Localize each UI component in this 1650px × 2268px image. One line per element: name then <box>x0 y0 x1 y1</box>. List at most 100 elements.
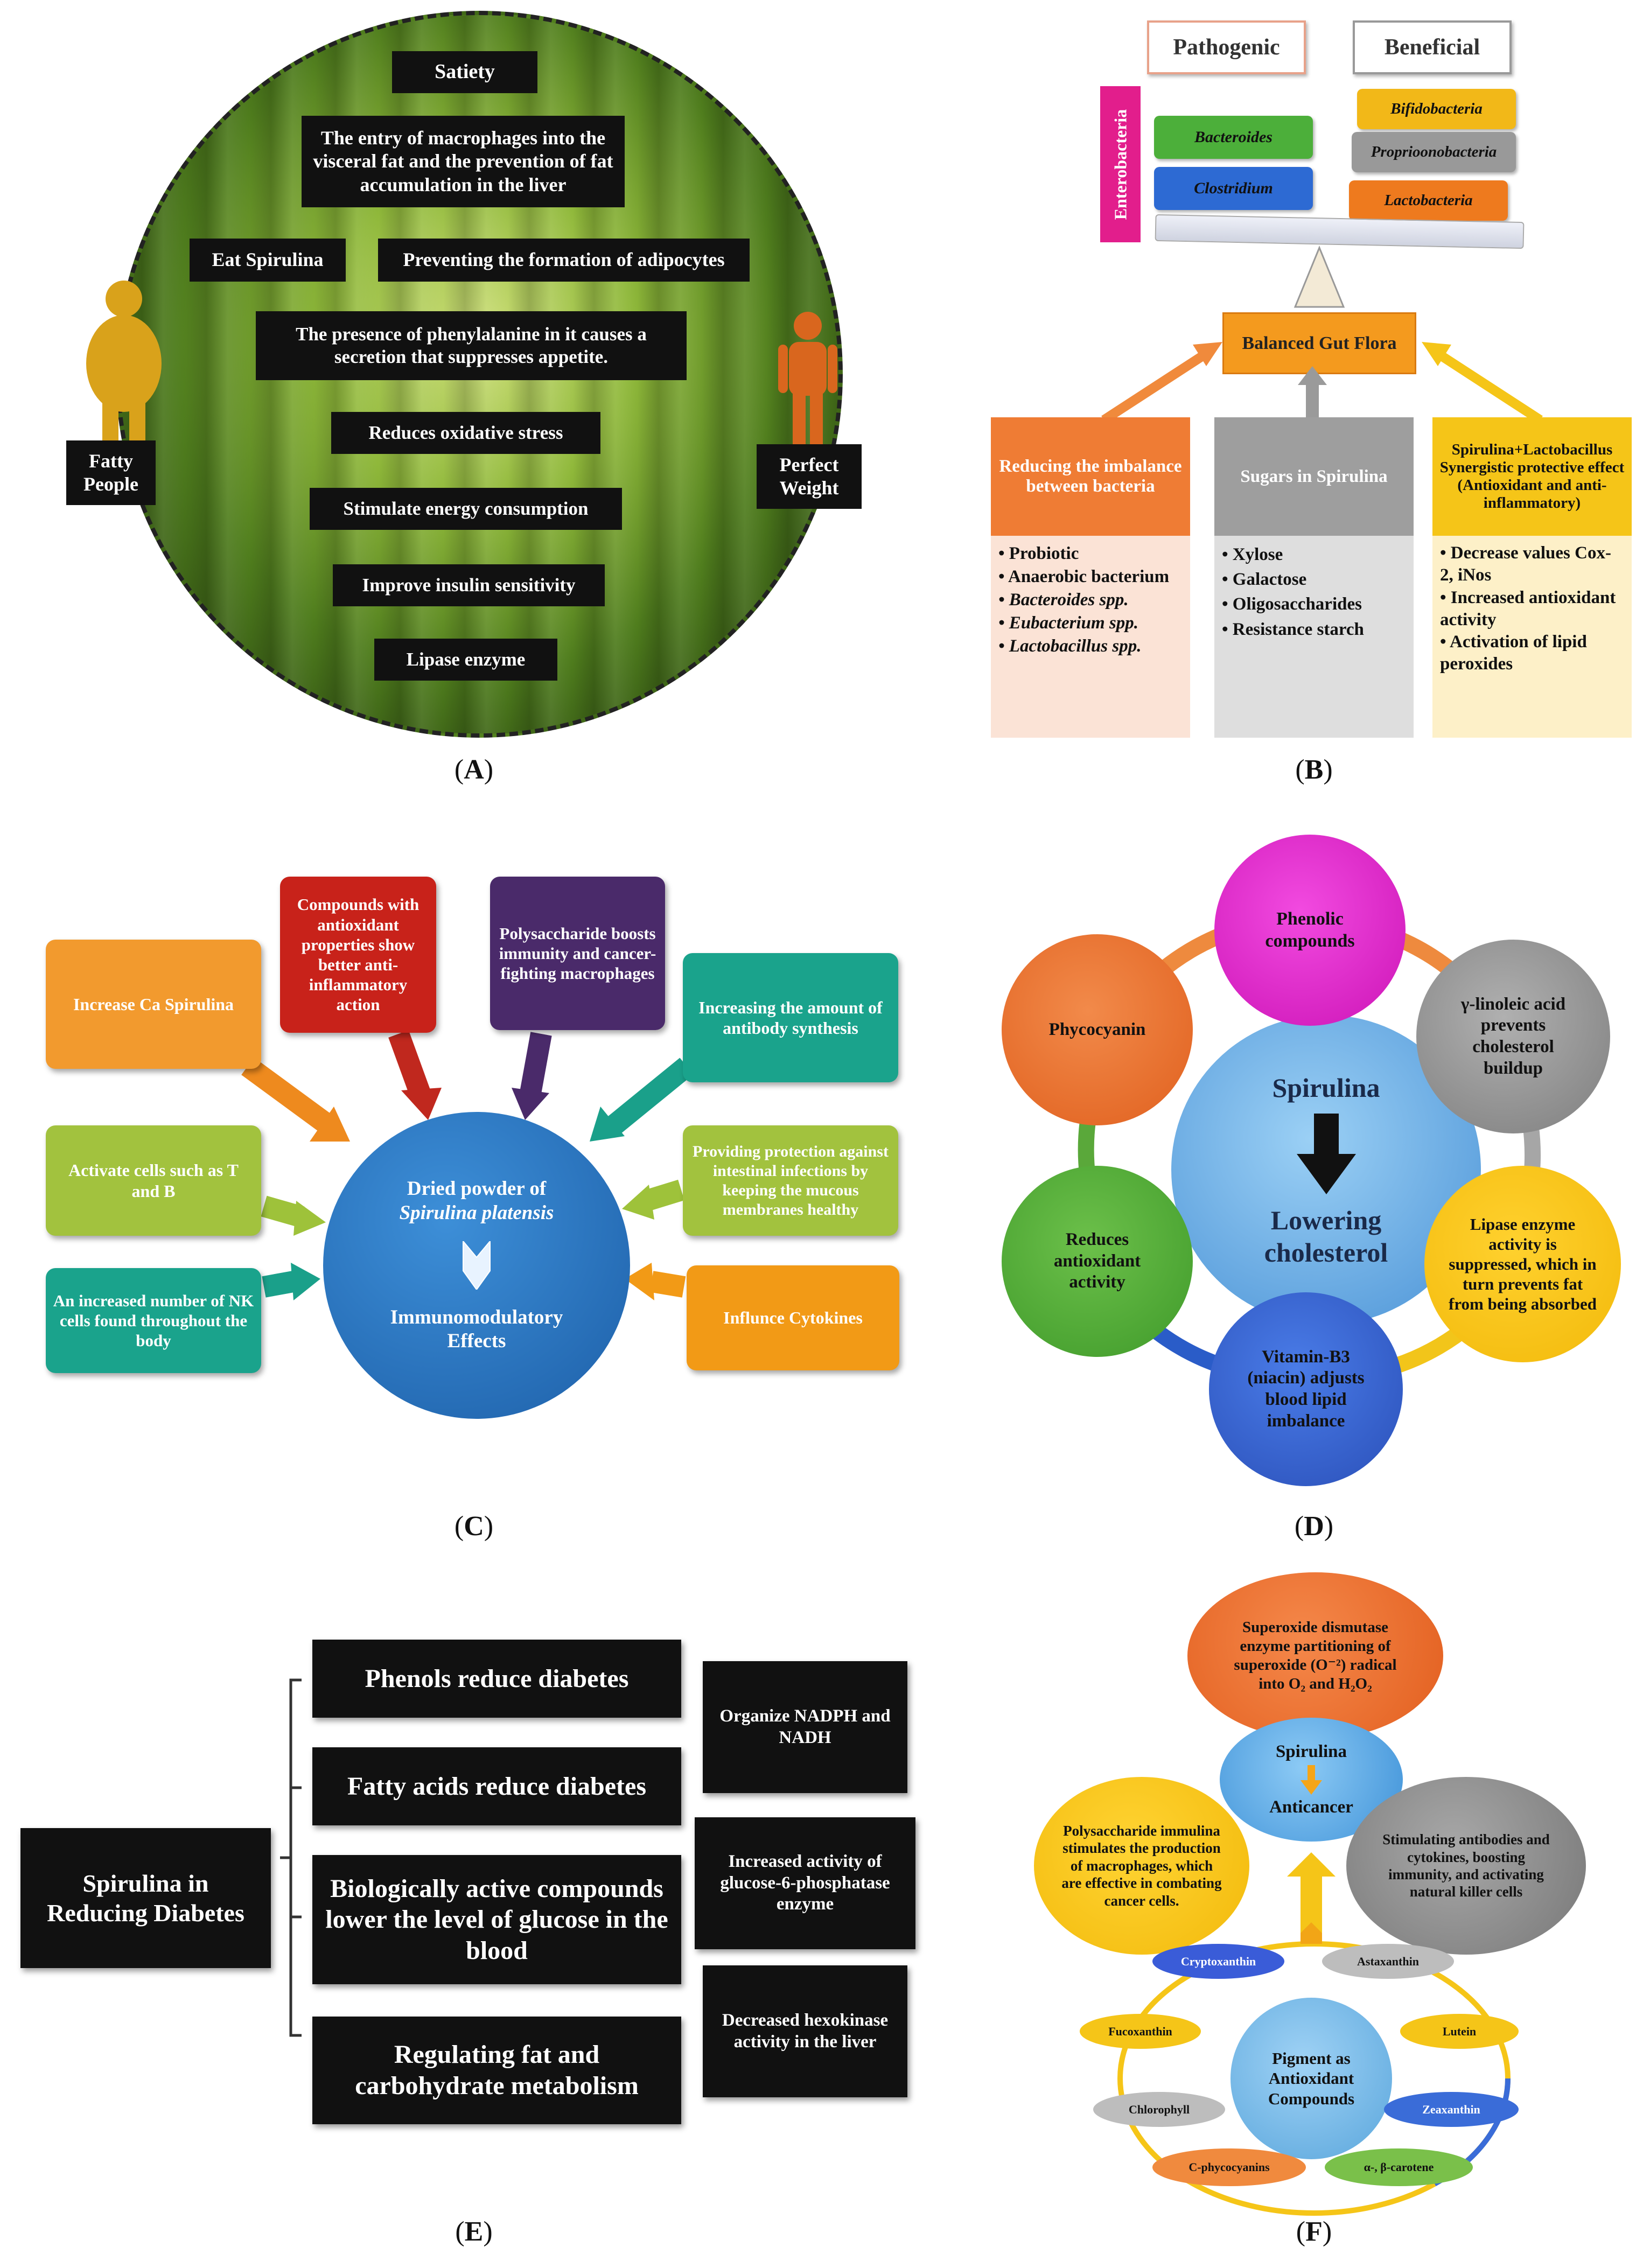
d-linoleic: γ-linoleic acid prevents cholesterol bui… <box>1416 940 1610 1133</box>
b-col3-title: Spirulina+Lactobacillus Synergistic prot… <box>1432 417 1632 536</box>
caption-a: (A) <box>454 754 494 785</box>
list-item: • Activation of lipid peroxides <box>1440 632 1587 674</box>
fatty-person-icon <box>86 281 162 444</box>
arrow-down-icon <box>1301 1765 1322 1795</box>
a-perfect-label: Perfect Weight <box>757 444 862 509</box>
f-polysaccharide: Polysaccharide immulina stimulates the p… <box>1034 1777 1249 1955</box>
b-fulcrum-icon <box>1294 246 1345 308</box>
list-item: • Eubacterium spp. <box>998 613 1139 633</box>
a-phenylalanine: The presence of phenylalanine in it caus… <box>256 311 687 380</box>
list-item: • Increased antioxidant activity <box>1440 587 1616 629</box>
caption-d: (D) <box>1294 1511 1334 1542</box>
e-connectors <box>280 1678 302 2037</box>
b-col3-list: • Decrease values Cox-2, iNos • Increase… <box>1432 536 1632 682</box>
c-box-cytokines: Influnce Cytokines <box>687 1265 899 1370</box>
caption-e: (E) <box>455 2216 493 2247</box>
c-box-polysaccharide: Polysaccharide boosts immunity and cance… <box>490 877 665 1030</box>
f-pigment-cryptoxanthin: Cryptoxanthin <box>1152 1944 1284 1979</box>
caption-b: (B) <box>1295 754 1333 785</box>
e-nadph: Organize NADPH and NADH <box>703 1661 907 1793</box>
b-enterobacteria: Enterobacteria <box>1100 86 1141 242</box>
c-box-protect: Providing protection against intestinal … <box>683 1125 898 1236</box>
b-balanced: Balanced Gut Flora <box>1222 312 1416 374</box>
d-phenolic: Phenolic compounds <box>1214 835 1406 1026</box>
c-box-tb: Activate cells such as T and B <box>46 1125 261 1236</box>
f-stimulating: Stimulating antibodies and cytokines, bo… <box>1346 1777 1586 1955</box>
f-pigment-lutein: Lutein <box>1400 2014 1519 2049</box>
e-root: Spirulina in Reducing Diabetes <box>20 1828 271 1968</box>
f-pigment-astaxanthin: Astaxanthin <box>1322 1944 1454 1979</box>
list-item: • Decrease values Cox-2, iNos <box>1440 543 1611 585</box>
d-lipase: Lipase enzyme activity is suppressed, wh… <box>1424 1166 1621 1362</box>
list-item: • Lactobacillus spp. <box>998 636 1142 656</box>
f-pigment-zeaxanthin: Zeaxanthin <box>1384 2092 1519 2127</box>
b-clostridium: Clostridium <box>1154 167 1313 210</box>
b-col2: Sugars in Spirulina • Xylose • Galactose… <box>1214 417 1414 738</box>
a-lipase: Lipase enzyme <box>374 639 557 681</box>
a-insulin: Improve insulin sensitivity <box>333 564 605 606</box>
caption-f: (F) <box>1296 2216 1332 2247</box>
b-bacteroides: Bacteroides <box>1154 116 1313 159</box>
d-center-top: Spirulina <box>1272 1072 1380 1103</box>
fit-person-icon <box>778 312 837 444</box>
f-pigment: Pigment as Antioxidant Compounds <box>1230 1998 1392 2159</box>
b-col3: Spirulina+Lactobacillus Synergistic prot… <box>1432 417 1632 738</box>
f-up-arrow-icon <box>1287 1852 1336 1944</box>
c-center-species: Spirulina platensis <box>399 1201 554 1224</box>
b-lactobacteria: Lactobacteria <box>1349 180 1508 221</box>
b-arrows <box>1101 342 1543 425</box>
list-item: • Resistance starch <box>1222 619 1364 639</box>
f-pigment-c-phycocyanins: C-phycocyanins <box>1152 2148 1306 2186</box>
e-hexo: Decreased hexokinase activity in the liv… <box>703 1965 907 2097</box>
list-item: • Galactose <box>1222 570 1307 590</box>
e-fatty: Fatty acids reduce diabetes <box>312 1747 681 1825</box>
a-fatty-label: Fatty People <box>66 440 156 505</box>
list-item: • Anaerobic bacterium <box>998 566 1170 586</box>
b-pathogenic: Pathogenic <box>1147 20 1306 74</box>
c-center-circle: Dried powder of Spirulina platensis Immu… <box>323 1112 630 1419</box>
a-adipocytes: Preventing the formation of adipocytes <box>378 239 750 282</box>
f-pigment-carotene: α-, β-carotene <box>1325 2148 1473 2186</box>
a-energy: Stimulate energy consumption <box>310 488 622 530</box>
b-col1-title: Reducing the imbalance between bacteria <box>991 417 1190 536</box>
list-item: • Probiotic <box>998 544 1079 563</box>
b-col1: Reducing the imbalance between bacteria … <box>991 417 1190 738</box>
d-reduces: Reduces antioxidant activity <box>1002 1166 1193 1357</box>
c-box-ca: Increase Ca Spirulina <box>46 940 261 1069</box>
d-center-bottom: Lowering cholesterol <box>1264 1205 1388 1268</box>
a-eat-spirulina: Eat Spirulina <box>190 239 346 282</box>
b-col2-list: • Xylose • Galactose • Oligosaccharides … <box>1214 536 1414 648</box>
c-center-top: Dried powder of <box>407 1178 547 1200</box>
a-satiety: Satiety <box>392 51 537 93</box>
f-ring <box>1117 1941 1511 2216</box>
c-box-antibody: Increasing the amount of antibody synthe… <box>683 953 898 1082</box>
c-center-bottom: Immunomodulatory Effects <box>390 1306 563 1353</box>
c-arrows <box>241 1030 694 1300</box>
arrow-down-icon <box>1296 1113 1356 1194</box>
b-bifidobacteria: Bifidobacteria <box>1357 89 1516 129</box>
c-box-antioxidant: Compounds with antioxidant properties sh… <box>280 877 436 1033</box>
f-pigment-chlorophyll: Chlorophyll <box>1093 2092 1225 2127</box>
list-item: • Xylose <box>1222 545 1283 564</box>
a-macrophages: The entry of macrophages into the viscer… <box>302 116 625 207</box>
b-col1-list: • Probiotic • Anaerobic bacterium • Bact… <box>991 536 1190 664</box>
caption-c: (C) <box>454 1511 494 1542</box>
b-proprioonobacteria: Proprioonobacteria <box>1352 132 1516 172</box>
f-pigment-fucoxanthin: Fucoxanthin <box>1080 2014 1201 2049</box>
e-regulating: Regulating fat and carbohydrate metaboli… <box>312 2017 681 2124</box>
chevron-down-icon <box>463 1241 491 1290</box>
c-box-nk: An increased number of NK cells found th… <box>46 1268 261 1373</box>
b-beneficial: Beneficial <box>1353 20 1512 74</box>
a-oxidative: Reduces oxidative stress <box>331 412 600 454</box>
d-phycocyanin: Phycocyanin <box>1002 934 1193 1125</box>
list-item: • Oligosaccharides <box>1222 594 1362 614</box>
f-anticancer: Anticancer <box>1269 1797 1353 1817</box>
e-g6p: Increased activity of glucose-6-phosphat… <box>695 1817 915 1949</box>
b-col2-title: Sugars in Spirulina <box>1214 417 1414 536</box>
f-sod: Superoxide dismutase enzyme partitioning… <box>1187 1572 1443 1739</box>
list-item: • Bacteroides spp. <box>998 590 1129 610</box>
e-phenols: Phenols reduce diabetes <box>312 1640 681 1718</box>
f-spirulina: Spirulina <box>1275 1741 1347 1761</box>
e-bio: Biologically active compounds lower the … <box>312 1855 681 1984</box>
d-vitamin: Vitamin-B3 (niacin) adjusts blood lipid … <box>1209 1292 1403 1486</box>
